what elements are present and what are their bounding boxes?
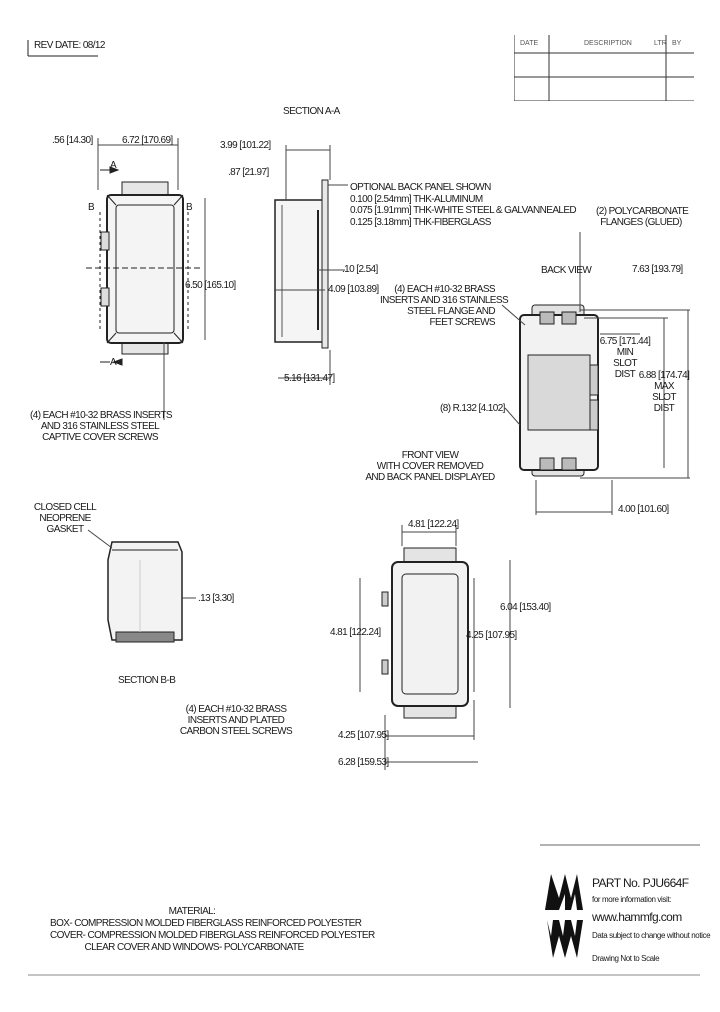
rev-col-by: BY (672, 40, 682, 47)
dim-10: .10 [2.54] (342, 264, 378, 275)
dim-87: .87 [21.97] (228, 167, 269, 178)
radius-note: (8) R.132 [4.102] (440, 403, 505, 414)
section-bb-profile (87, 529, 196, 643)
section-aa-title: SECTION A-A (283, 106, 340, 117)
dim-56: .56 [14.30] (52, 135, 93, 146)
dim-481-left: 4.81 [122.24] (330, 627, 381, 638)
dim-409: 4.09 [103.89] (328, 284, 379, 295)
dim-425-bottom: 4.25 [107.95] (338, 730, 389, 741)
material-lines: BOX- COMPRESSION MOLDED FIBERGLASS REINF… (50, 918, 375, 953)
front-view-2-enclosure (359, 525, 511, 770)
rev-col-description: DESCRIPTION (584, 40, 632, 47)
dim-425-right: 4.25 [107.95] (466, 630, 517, 641)
section-aa-profile (274, 145, 348, 385)
label-b-left: B (88, 202, 95, 213)
slot-max-note: 6.88 [174.74] MAX SLOT DIST (638, 370, 690, 414)
material-title: MATERIAL: (168, 906, 216, 917)
dim-399: 3.99 [101.22] (220, 140, 271, 151)
part-number: PART No. PJU664F (592, 876, 689, 890)
disclaimer-text: Data subject to change without notice (592, 931, 711, 940)
rev-col-date: DATE (520, 40, 539, 47)
label-a-top: A (110, 160, 117, 171)
dim-481-top: 4.81 [122.24] (408, 519, 459, 530)
insert-note-front: (4) EACH #10-32 BRASS INSERTS AND 316 ST… (30, 410, 173, 443)
rev-col-ltr: LTR (654, 40, 667, 47)
flanges-note: (2) POLYCARBONATE FLANGES (GLUED) (596, 206, 689, 228)
dim-516: 5.16 [131.47] (284, 373, 335, 384)
front-view-note: FRONT VIEW WITH COVER REMOVED AND BACK P… (365, 450, 495, 483)
dim-650: 6.50 [165.10] (185, 280, 236, 291)
slot-min-note: 6.75 [171.44] MIN SLOT DIST (599, 336, 651, 380)
dim-628: 6.28 [159.53] (338, 757, 389, 768)
section-bb-inserts-note: (4) EACH #10-32 BRASS INSERTS AND PLATED… (179, 704, 293, 737)
dim-400: 4.00 [101.60] (618, 504, 669, 515)
dim-672: 6.72 [170.69] (122, 135, 173, 146)
back-panel-note: OPTIONAL BACK PANEL SHOWN 0.100 [2.54mm]… (350, 182, 577, 228)
scale-note: Drawing Not to Scale (592, 954, 660, 963)
hammond-logo-icon (543, 870, 587, 960)
label-a-bottom: A (110, 357, 117, 368)
front-view-enclosure (86, 138, 206, 420)
back-inserts-note: (4) EACH #10-32 BRASS INSERTS AND 316 ST… (380, 284, 509, 328)
dim-13: .13 [3.30] (198, 593, 234, 604)
section-bb-title: SECTION B-B (118, 675, 176, 686)
back-view-label: BACK VIEW (541, 265, 592, 276)
rev-date: REV DATE: 08/12 (34, 40, 105, 51)
gasket-note: CLOSED CELL NEOPRENE GASKET (33, 502, 97, 535)
website-link[interactable]: www.hammfg.com (592, 910, 682, 924)
dim-763: 7.63 [193.79] (632, 264, 683, 275)
info-text: for more information visit: (592, 895, 672, 904)
back-view-enclosure (501, 232, 690, 515)
dim-604: 6.04 [153.40] (500, 602, 551, 613)
revision-table: DATE DESCRIPTION LTR BY (514, 35, 694, 101)
label-b-right: B (186, 202, 193, 213)
